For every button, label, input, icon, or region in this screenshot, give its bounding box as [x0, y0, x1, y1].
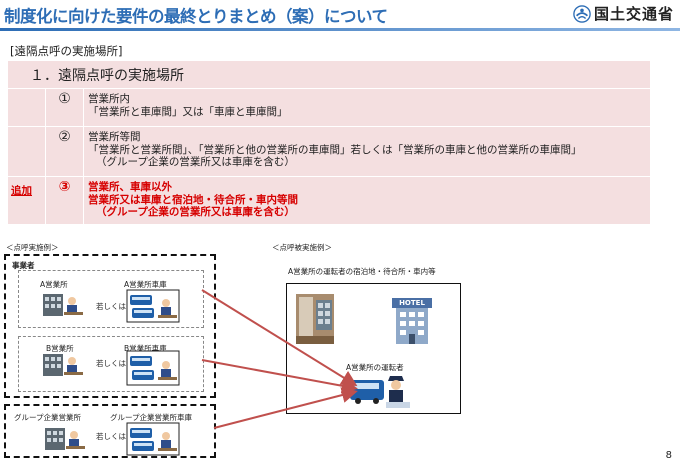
- office-building-icon: [45, 428, 85, 450]
- depot-b-label: B営業所車庫: [124, 344, 167, 353]
- page-title: 制度化に向けた要件の最終とりまとめ（案）について: [4, 7, 388, 26]
- row-text: 営業所、車庫以外 営業所又は車庫と宿泊地・待合所・車内等間 （グループ企業の営業…: [84, 177, 650, 224]
- connector-label: 若しくは: [96, 359, 126, 368]
- mlit-logo: 国土交通省: [573, 3, 674, 24]
- row-tag: [8, 89, 45, 126]
- row-text: 営業所等間 「営業所と営業所間」、「営業所と他の営業所の車庫間」若しくは「営業所…: [84, 127, 650, 176]
- operator-box: 事業者: [4, 254, 216, 398]
- office-building-icon: [43, 354, 83, 376]
- office-building-icon: [43, 294, 83, 316]
- right-diagram-caption: ＜点呼被実施例＞: [272, 243, 332, 252]
- hotel-building-icon: [396, 308, 428, 344]
- row-tag-added: 追加: [8, 177, 45, 224]
- mlit-logo-icon: [573, 4, 591, 23]
- arrow-icon: [201, 289, 358, 387]
- hotel-sign: HOTEL: [392, 298, 432, 308]
- office-a-label: A営業所: [40, 280, 68, 289]
- arrow-icon: [213, 387, 358, 429]
- remote-location-box: [286, 283, 461, 414]
- table-heading: １．遠隔点呼の実施場所: [8, 61, 650, 89]
- table-row: ① 営業所内 「営業所と車庫間」又は「車庫と車庫間」: [8, 89, 650, 127]
- location-table: １．遠隔点呼の実施場所 ① 営業所内 「営業所と車庫間」又は「車庫と車庫間」 ②…: [8, 61, 650, 225]
- page-number: 8: [665, 450, 672, 461]
- depot-a-label: A営業所車庫: [124, 280, 167, 289]
- row-number: ①: [46, 89, 83, 126]
- bus-depot-icon: [126, 422, 180, 456]
- row-line: 営業所等間: [88, 131, 141, 143]
- row-line: 営業所又は車庫と宿泊地・待合所・車内等間: [88, 193, 298, 206]
- driver-label: A営業所の運転者: [346, 363, 404, 372]
- arrow-icon: [201, 359, 358, 394]
- connector-label: 若しくは: [96, 432, 126, 441]
- hotel-icon: HOTEL: [392, 298, 432, 348]
- group-depot-label: グループ企業営業所車庫: [110, 413, 193, 422]
- waiting-room-icon: [296, 294, 334, 344]
- row-number: ③: [46, 177, 83, 224]
- page-header: 制度化に向けた要件の最終とりまとめ（案）について 国土交通省: [0, 0, 680, 31]
- bus-depot-icon: [126, 289, 180, 323]
- row-line: 営業所、車庫以外: [88, 181, 172, 193]
- header-rule: [0, 28, 680, 31]
- pair-box-a: [18, 270, 204, 328]
- operator-label: 事業者: [12, 261, 35, 270]
- bus-depot-icon: [126, 350, 180, 386]
- logo-text: 国土交通省: [593, 5, 674, 23]
- row-line: 「営業所と営業所間」、「営業所と他の営業所の車庫間」若しくは「営業所の車庫と他の…: [88, 143, 582, 156]
- pair-box-b: [18, 336, 204, 392]
- row-tag: [8, 127, 45, 176]
- table-row: 追加 ③ 営業所、車庫以外 営業所又は車庫と宿泊地・待合所・車内等間 （グループ…: [8, 177, 650, 225]
- row-line: 営業所内: [88, 93, 130, 105]
- row-line: 「営業所と車庫間」又は「車庫と車庫間」: [88, 105, 288, 118]
- row-line: （グループ企業の営業所又は車庫を含む）: [96, 206, 295, 218]
- row-text: 営業所内 「営業所と車庫間」又は「車庫と車庫間」: [84, 89, 650, 126]
- connector-label: 若しくは: [96, 302, 126, 311]
- row-line: （グループ企業の営業所又は車庫を含む）: [96, 156, 295, 168]
- place-label: A営業所の運転者の宿泊地・待合所・車内等: [288, 267, 436, 276]
- office-b-label: B営業所: [46, 344, 74, 353]
- section-label: [遠隔点呼の実施場所]: [10, 44, 123, 58]
- left-diagram-caption: ＜点呼実施例＞: [6, 243, 59, 252]
- row-number: ②: [46, 127, 83, 176]
- group-office-label: グループ企業営業所: [14, 413, 82, 422]
- table-row: ② 営業所等間 「営業所と営業所間」、「営業所と他の営業所の車庫間」若しくは「営…: [8, 127, 650, 177]
- group-company-box: [4, 404, 216, 458]
